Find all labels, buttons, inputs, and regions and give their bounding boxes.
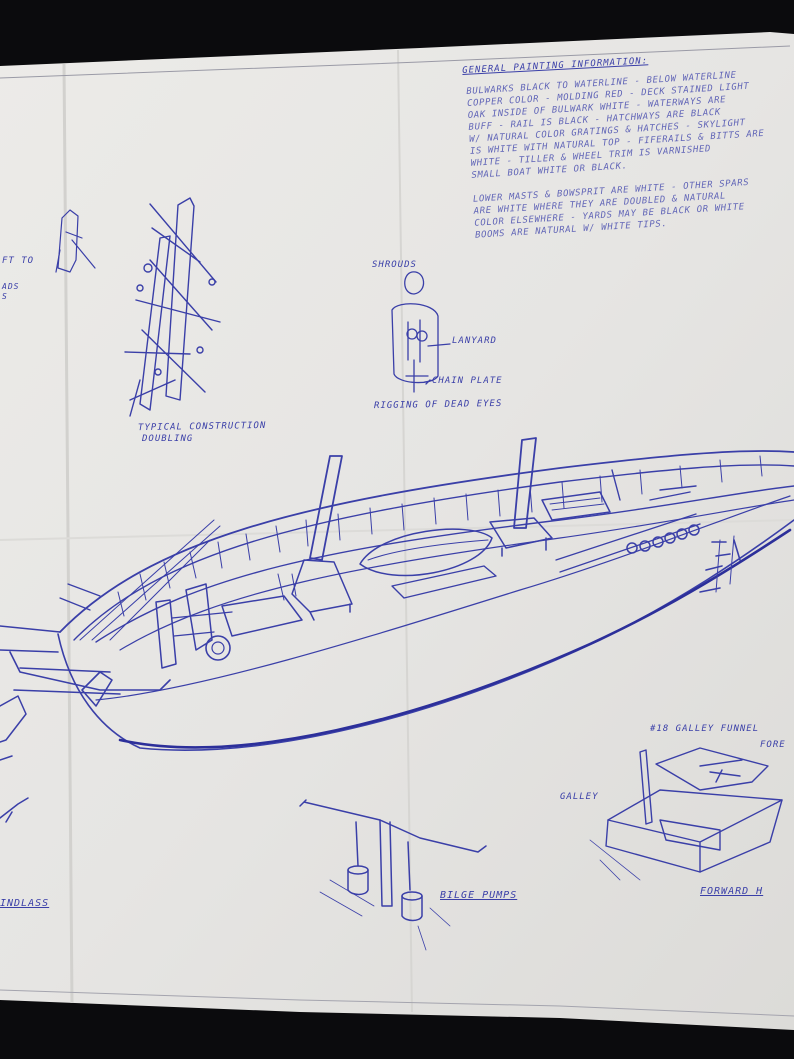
ship-hull-drawing <box>0 437 794 751</box>
galley-funnel-label: #18 GALLEY FUNNEL <box>650 724 760 734</box>
general-info-notes: BULWARKS BLACK TO WATERLINE - BELOW WATE… <box>466 66 794 242</box>
shrouds-label: SHROUDS <box>372 260 417 270</box>
galley-label: GALLEY <box>560 792 599 802</box>
windlass-fragment-sketch <box>0 695 29 823</box>
lanyard-label: LANYARD <box>452 336 497 346</box>
deadeye-sketch <box>391 271 451 393</box>
left-fragment-label: FT TO <box>2 256 35 266</box>
fore-label: FORE <box>760 740 786 750</box>
paper-fold <box>62 63 74 1004</box>
left-fragment-label: S <box>2 292 8 301</box>
bilge-pumps-sketch <box>299 799 487 951</box>
border-line <box>0 989 794 1017</box>
paper-fold <box>397 49 413 1013</box>
paper-fold <box>0 519 794 541</box>
forward-hatch-label: FORWARD H <box>700 886 764 897</box>
border-line <box>0 45 791 79</box>
left-fragment-label: ADS <box>2 282 20 291</box>
mast-cap-sketch <box>55 209 96 273</box>
galley-hatch-sketch <box>589 747 783 881</box>
bilge-pumps-label: BILGE PUMPS <box>440 890 518 901</box>
chain-plate-label: CHAIN PLATE <box>432 376 503 386</box>
doubling-label: DOUBLING <box>142 434 194 444</box>
windlass-label: INDLASS <box>0 898 50 909</box>
mast-doubling-sketch <box>124 197 221 417</box>
